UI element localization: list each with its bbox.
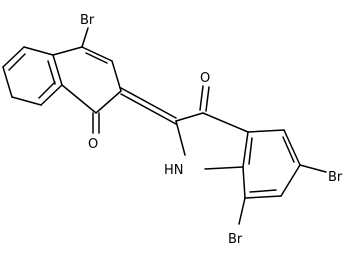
bond-double (199, 85, 204, 111)
bond-double (47, 60, 56, 85)
indole-benzene-ring (238, 129, 327, 225)
benzo-ring (2, 46, 63, 106)
bond (242, 131, 249, 168)
bond (247, 129, 285, 133)
bond (202, 112, 249, 133)
nitrogen-label: HN (164, 163, 184, 178)
bond-double (85, 52, 108, 64)
bond (52, 46, 83, 56)
bond (175, 120, 186, 156)
bond-double (120, 93, 177, 125)
bond-double (249, 189, 277, 193)
bond-double (282, 136, 295, 163)
pyrrolone-ring (175, 85, 249, 170)
bond (283, 129, 301, 166)
bond-double (205, 86, 210, 112)
bromine-label-bottom: Br (228, 232, 243, 247)
bond (40, 84, 63, 106)
bond (111, 60, 122, 92)
bromine-label-right: Br (328, 170, 343, 185)
oxygen-label-indolinone: O (200, 71, 210, 86)
bond (238, 197, 246, 225)
oxygen-label-naphthyl: O (88, 137, 98, 152)
bond (204, 166, 244, 170)
bond-double (248, 137, 253, 165)
bond (95, 90, 122, 114)
bond (244, 195, 282, 199)
bond (280, 164, 301, 197)
quinoid-ring (52, 27, 177, 134)
bond (2, 46, 25, 68)
bond (175, 112, 204, 122)
bond (61, 84, 97, 114)
bond (81, 27, 89, 48)
bond (299, 164, 327, 173)
bond (11, 96, 42, 106)
bond-double (38, 81, 56, 99)
bond (81, 46, 113, 62)
bond (242, 166, 246, 199)
bond (52, 54, 63, 86)
bond-double (120, 87, 177, 119)
bond (23, 46, 54, 56)
bond (2, 66, 13, 98)
bromine-label-naphthyl: Br (80, 13, 95, 28)
bond-double (8, 53, 26, 71)
